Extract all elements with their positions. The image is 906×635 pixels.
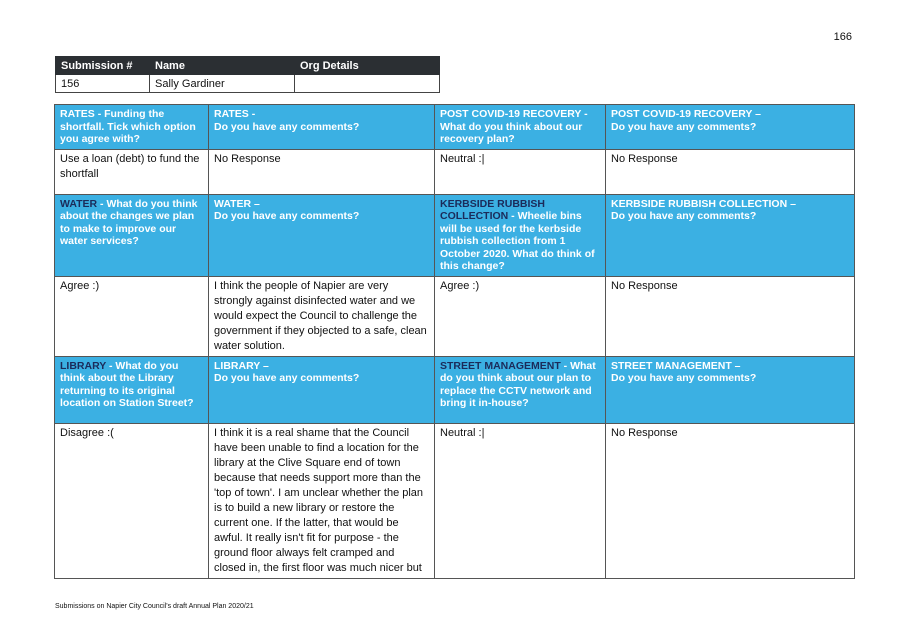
question-head: RATES - xyxy=(214,108,256,120)
question-row: WATER - What do you think about the chan… xyxy=(54,193,855,277)
question-head: LIBRARY – xyxy=(214,359,269,372)
answer-cell: No Response xyxy=(605,275,855,357)
submission-value-row: 156 Sally Gardiner xyxy=(55,74,440,93)
question-rates-option: RATES - Funding the shortfall. Tick whic… xyxy=(54,104,209,150)
answer-cell: I think the people of Napier are very st… xyxy=(208,275,435,357)
question-water-comments: WATER –Do you have any comments? xyxy=(208,193,435,277)
answer-cell: No Response xyxy=(605,148,855,195)
question-head: KERBSIDE RUBBISH COLLECTION xyxy=(440,197,546,223)
answer-cell: Disagree :( xyxy=(54,422,209,579)
page-footer: Submissions on Napier City Council's dra… xyxy=(55,603,254,610)
question-head: RATES - Funding the shortfall. Tick whic… xyxy=(60,108,196,145)
submission-number: 156 xyxy=(55,74,150,93)
question-answer-table: RATES - Funding the shortfall. Tick whic… xyxy=(54,104,855,579)
answer-cell: No Response xyxy=(605,422,855,579)
answer-cell: Neutral :| xyxy=(434,148,606,195)
question-rates-comments: RATES -Do you have any comments? xyxy=(208,104,435,150)
submission-header-row: Submission # Name Org Details xyxy=(55,56,440,75)
question-head: WATER – xyxy=(214,197,260,210)
question-head: STREET MANAGEMENT – xyxy=(611,359,741,372)
answer-row: Use a loan (debt) to fund the shortfall … xyxy=(54,148,855,195)
question-street-management: STREET MANAGEMENT - What do you think ab… xyxy=(434,355,606,424)
page-number: 166 xyxy=(833,31,852,43)
answer-cell: Agree :) xyxy=(434,275,606,357)
org-details-header: Org Details xyxy=(294,56,440,75)
question-library: LIBRARY - What do you think about the Li… xyxy=(54,355,209,424)
question-head: WATER xyxy=(60,197,98,210)
question-head: LIBRARY xyxy=(60,359,107,372)
question-water: WATER - What do you think about the chan… xyxy=(54,193,209,277)
name-header: Name xyxy=(149,56,295,75)
answer-row: Disagree :( I think it is a real shame t… xyxy=(54,422,855,579)
question-row: LIBRARY - What do you think about the Li… xyxy=(54,355,855,424)
question-covid-recovery: POST COVID-19 RECOVERY - What do you thi… xyxy=(434,104,606,150)
answer-cell: Neutral :| xyxy=(434,422,606,579)
answer-cell: Use a loan (debt) to fund the shortfall xyxy=(54,148,209,195)
answer-cell: Agree :) xyxy=(54,275,209,357)
answer-cell: No Response xyxy=(208,148,435,195)
submitter-name: Sally Gardiner xyxy=(149,74,295,93)
question-library-comments: LIBRARY –Do you have any comments? xyxy=(208,355,435,424)
question-head: POST COVID-19 RECOVERY – xyxy=(611,108,761,120)
answer-cell: I think it is a real shame that the Coun… xyxy=(208,422,435,579)
question-row: RATES - Funding the shortfall. Tick whic… xyxy=(54,104,855,150)
submission-table: Submission # Name Org Details 156 Sally … xyxy=(55,56,440,93)
answer-row: Agree :) I think the people of Napier ar… xyxy=(54,275,855,357)
question-kerbside: KERBSIDE RUBBISH COLLECTION - Wheelie bi… xyxy=(434,193,606,277)
question-head: POST COVID-19 RECOVERY - xyxy=(440,108,588,120)
submission-number-header: Submission # xyxy=(55,56,150,75)
question-covid-comments: POST COVID-19 RECOVERY –Do you have any … xyxy=(605,104,855,150)
question-head: KERBSIDE RUBBISH COLLECTION – xyxy=(611,197,796,210)
org-details xyxy=(294,74,440,93)
question-kerbside-comments: KERBSIDE RUBBISH COLLECTION –Do you have… xyxy=(605,193,855,277)
question-street-comments: STREET MANAGEMENT –Do you have any comme… xyxy=(605,355,855,424)
question-head: STREET MANAGEMENT xyxy=(440,359,561,372)
